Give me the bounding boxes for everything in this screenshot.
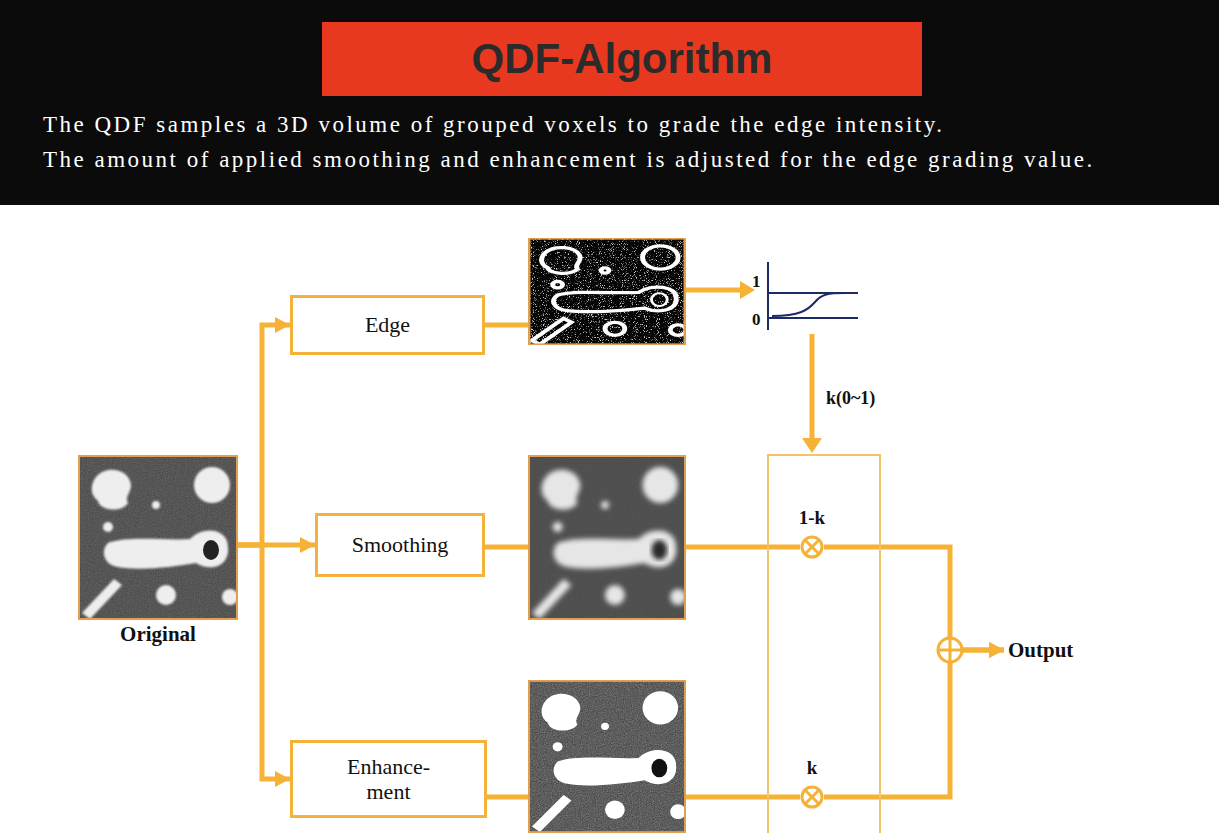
arrow-head — [300, 537, 315, 553]
process-box: Smoothing — [315, 513, 485, 577]
connector — [238, 317, 290, 545]
multiplier-node: k — [800, 757, 824, 809]
title-banner: QDF-Algorithm — [322, 22, 922, 96]
weight-curve — [768, 262, 858, 330]
multiplier-symbol — [800, 535, 824, 559]
header-text: The amount of applied smoothing and enha… — [43, 147, 1095, 173]
connector-line — [824, 650, 1004, 797]
sum-symbol — [938, 638, 962, 662]
arrow-head — [275, 771, 290, 787]
weight-label: k — [807, 757, 818, 779]
box-label: Enhance- ment — [339, 754, 439, 805]
image-node: Original — [78, 455, 238, 647]
axis-value: 1 — [752, 272, 761, 292]
multiplier-node: 1-k — [799, 507, 825, 559]
arrow-head — [989, 642, 1004, 658]
process-box: Enhance- ment — [290, 740, 487, 818]
box-label: Smoothing — [352, 532, 449, 557]
header-text: The QDF samples a 3D volume of grouped v… — [43, 112, 944, 138]
connector-line — [238, 545, 290, 779]
connector — [238, 545, 290, 787]
edge-image — [528, 238, 686, 345]
multiplier-symbol — [800, 785, 824, 809]
title-text: QDF-Algorithm — [472, 35, 773, 83]
box-label: Edge — [365, 312, 410, 337]
output-label: Output — [1008, 638, 1073, 663]
flow-line — [485, 323, 528, 328]
flow-line — [686, 288, 742, 293]
weight-label: 1-k — [799, 507, 825, 529]
connector-line — [824, 547, 1004, 650]
axis-value: 0 — [752, 310, 761, 330]
gain-label: k(0~1) — [826, 388, 875, 409]
output-node: Output — [1008, 638, 1073, 663]
gain-arrow — [810, 334, 815, 440]
connector-line — [238, 325, 290, 545]
arrow-head — [989, 642, 1004, 658]
enhanced-image — [528, 680, 686, 833]
connector — [824, 642, 1004, 797]
header-band — [0, 0, 1219, 205]
image-caption: Original — [120, 622, 196, 647]
combiner-frame — [768, 455, 880, 833]
process-box: Edge — [290, 295, 485, 355]
smoothed-image — [528, 455, 686, 620]
arrow-head — [802, 438, 822, 453]
arrow-head — [275, 317, 290, 333]
ct-image — [78, 455, 238, 620]
connector — [824, 547, 1004, 658]
